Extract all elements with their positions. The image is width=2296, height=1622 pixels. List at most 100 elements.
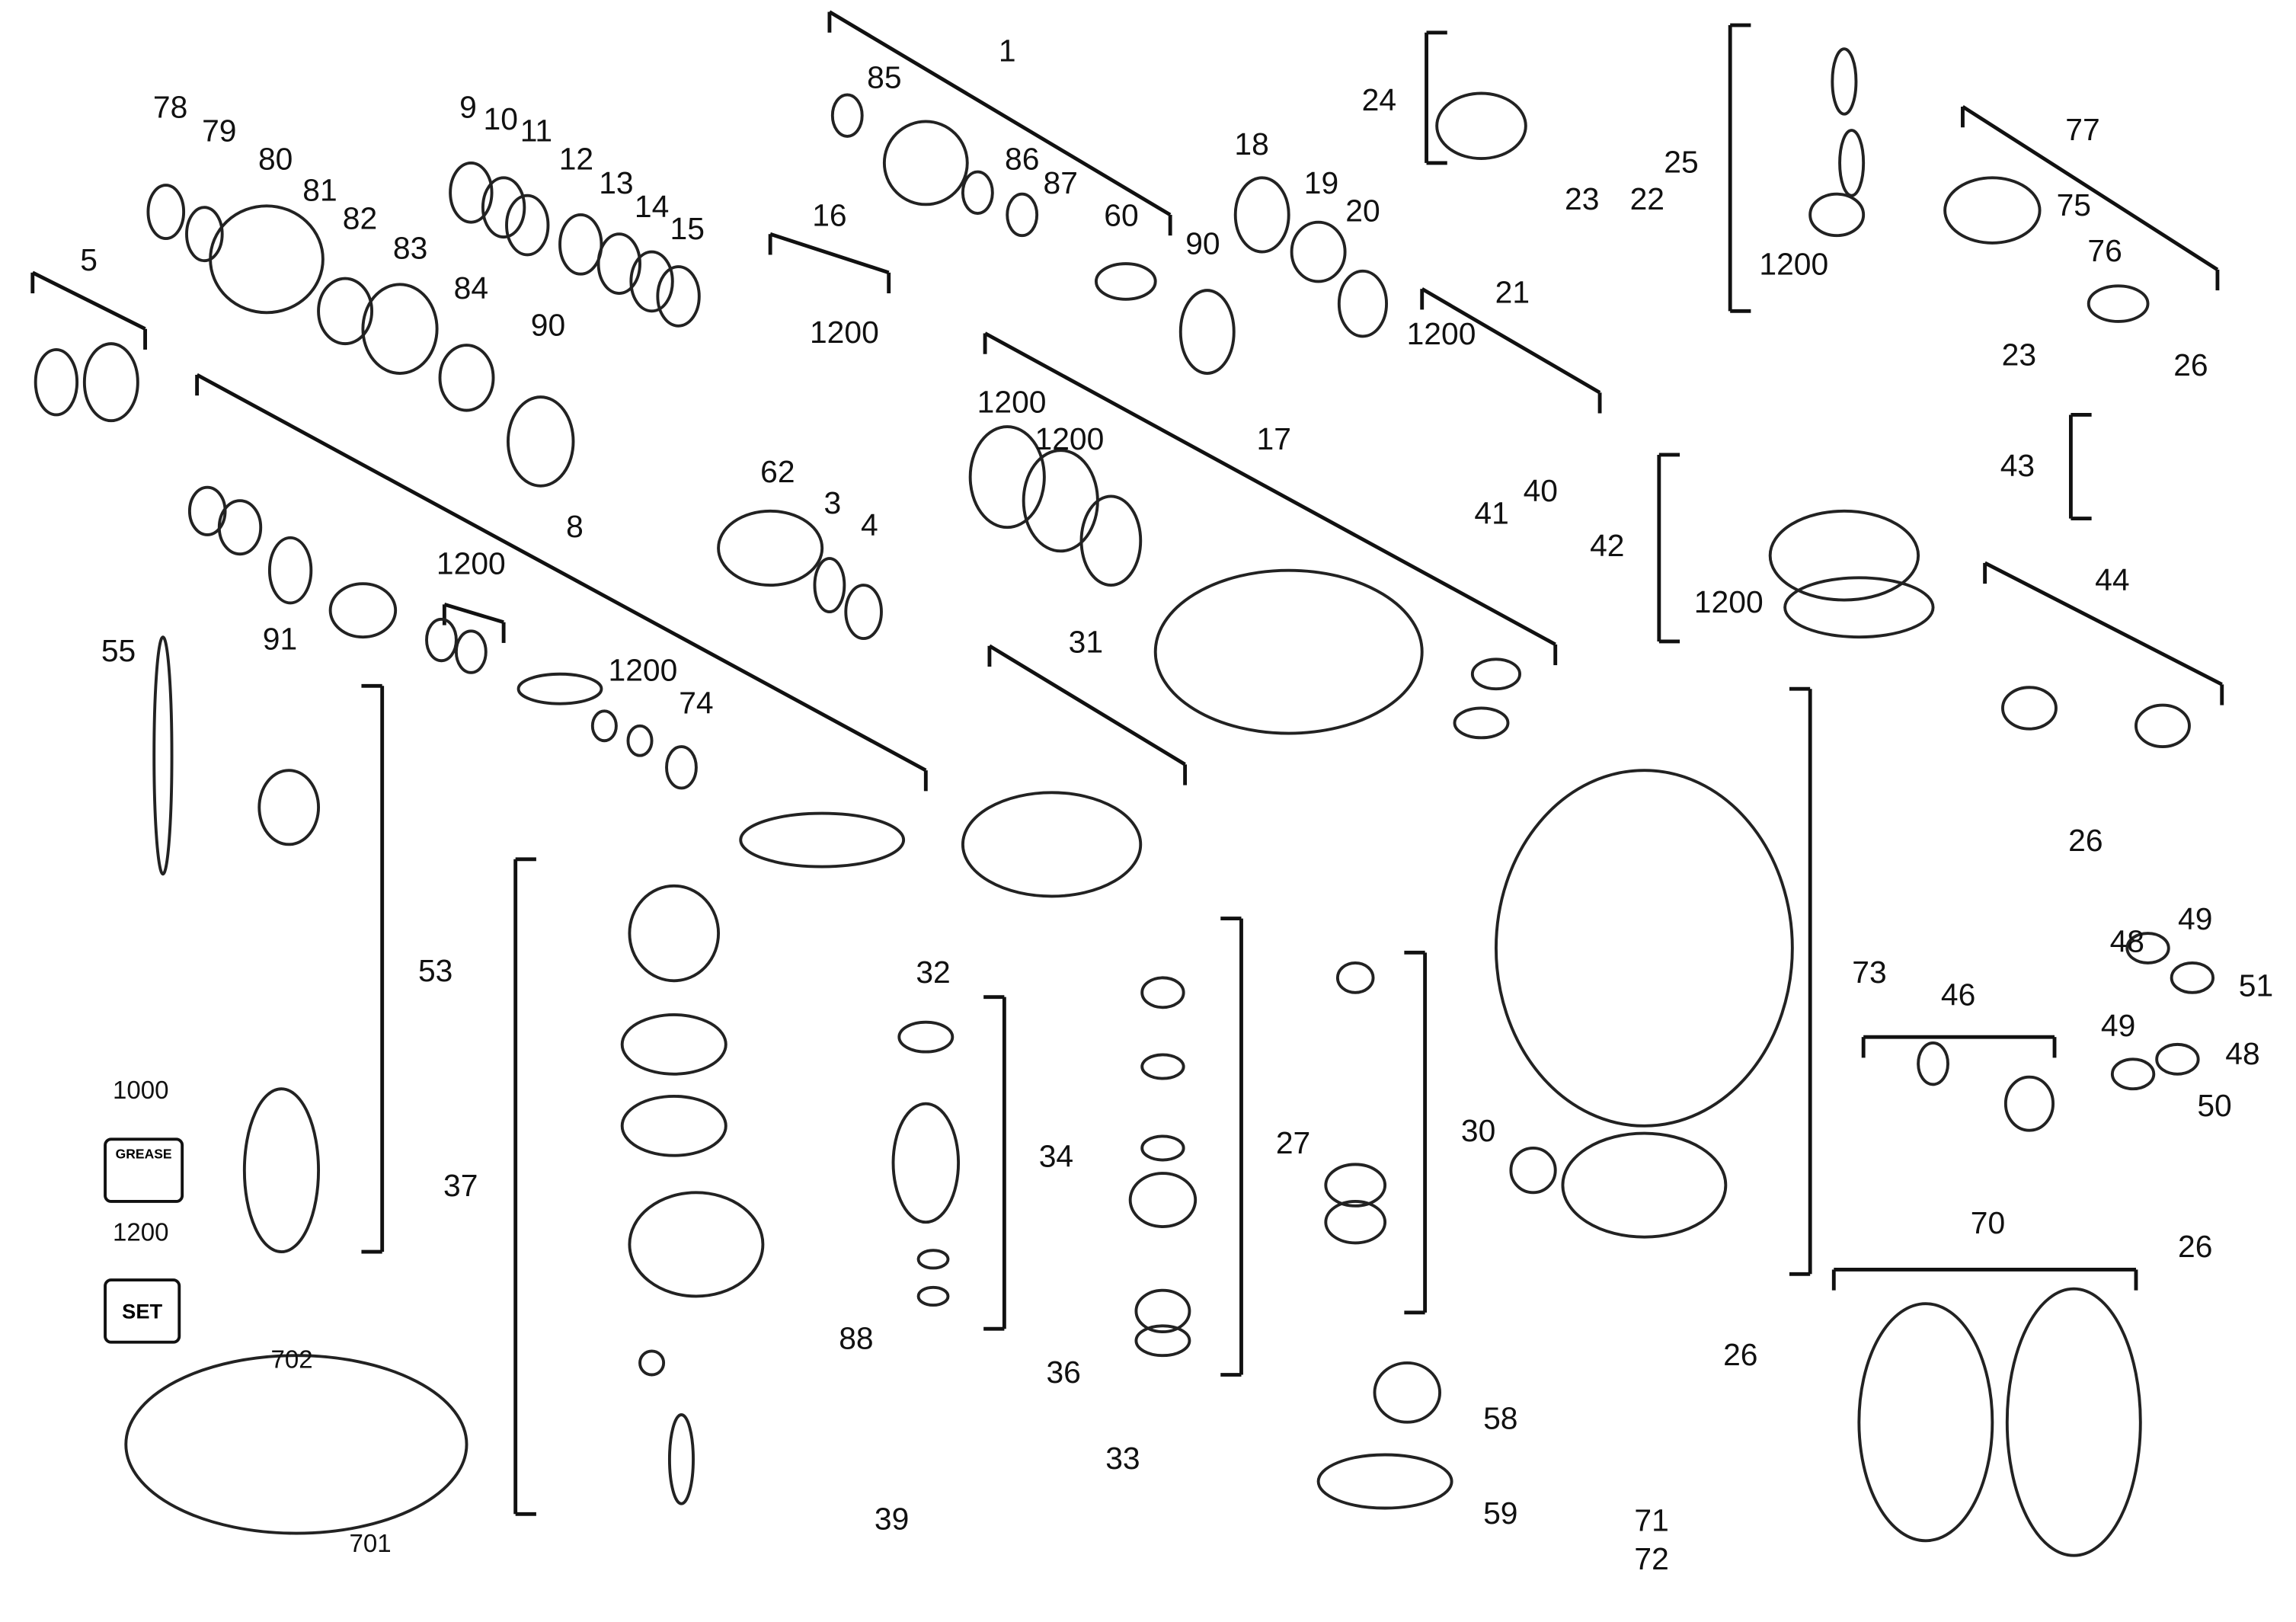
part-number-label: 51 xyxy=(2238,969,2274,1004)
part-outline xyxy=(361,283,439,375)
part-outline xyxy=(1373,1361,1441,1424)
part-outline xyxy=(916,1285,950,1307)
part-number-label: 43 xyxy=(2000,449,2035,484)
part-number-label: 41 xyxy=(1474,497,1509,532)
part-number-label: 24 xyxy=(1361,83,1397,118)
part-number-label: 58 xyxy=(1483,1402,1518,1437)
part-number-label: 37 xyxy=(443,1169,478,1204)
part-outline xyxy=(1857,1302,1994,1543)
part-outline xyxy=(82,342,139,423)
part-outline xyxy=(454,629,488,674)
part-outline xyxy=(968,425,1046,529)
part-number-label: 1200 xyxy=(1759,248,1829,283)
part-outline xyxy=(317,277,374,346)
part-number-label: 5 xyxy=(80,243,98,278)
part-outline xyxy=(717,509,824,587)
part-outline xyxy=(1178,289,1236,375)
part-number-label: 702 xyxy=(270,1345,313,1374)
part-number-label: 34 xyxy=(1038,1140,1074,1175)
part-outline xyxy=(2001,686,2058,731)
part-number-label: 71 xyxy=(1634,1504,1669,1539)
part-number-label: 16 xyxy=(812,199,847,234)
part-number-label: 1200 xyxy=(608,654,678,689)
part-number-label: 23 xyxy=(1565,183,1600,217)
part-number-label: 1200 xyxy=(809,316,879,350)
part-outline xyxy=(656,265,701,328)
part-outline xyxy=(1335,961,1375,994)
part-number-label: 76 xyxy=(2087,235,2122,269)
part-outline xyxy=(2005,1287,2142,1557)
part-number-label: 1200 xyxy=(977,386,1047,421)
part-number-label: 59 xyxy=(1483,1496,1518,1531)
part-outline xyxy=(328,582,398,639)
part-outline xyxy=(146,184,186,241)
part-number-label: 3 xyxy=(823,486,842,521)
part-number-label: 20 xyxy=(1345,194,1380,229)
set-icon: SET xyxy=(104,1278,181,1344)
part-outline xyxy=(1838,129,1866,197)
part-number-label: 62 xyxy=(760,455,795,490)
part-outline xyxy=(1495,769,1794,1128)
part-outline xyxy=(209,204,325,315)
part-number-label: 9 xyxy=(459,91,477,126)
part-number-label: 19 xyxy=(1303,166,1339,201)
part-number-label: 32 xyxy=(916,956,951,990)
part-number-label: 77 xyxy=(2065,113,2100,148)
part-number-label: 80 xyxy=(257,142,293,178)
part-number-label: 55 xyxy=(101,635,136,669)
part-number-label: 12 xyxy=(558,142,594,178)
grease-text: GREASE xyxy=(115,1147,172,1162)
part-outline xyxy=(830,93,864,138)
part-number-label: 83 xyxy=(392,232,428,267)
part-number-label: 36 xyxy=(1046,1356,1081,1390)
part-outline xyxy=(242,1087,321,1254)
part-outline xyxy=(629,250,674,313)
part-number-label: 21 xyxy=(1495,276,1530,311)
part-number-label: 8 xyxy=(566,510,584,545)
part-outline xyxy=(1943,176,2042,245)
grease-icon: GREASE xyxy=(104,1137,184,1203)
part-number-label: 90 xyxy=(530,309,566,344)
part-number-label: 10 xyxy=(483,103,518,137)
part-outline xyxy=(1453,706,1510,740)
part-number-label: 82 xyxy=(342,202,378,237)
part-outline xyxy=(507,395,575,488)
part-number-label: 701 xyxy=(349,1529,392,1558)
part-outline xyxy=(2155,1042,2200,1076)
part-outline xyxy=(449,161,494,224)
part-number-label: 73 xyxy=(1852,956,1887,990)
part-outline xyxy=(1324,1163,1387,1208)
part-number-label: 90 xyxy=(1185,227,1220,262)
part-outline xyxy=(1324,1200,1387,1245)
bracket-line xyxy=(988,644,1186,766)
part-outline xyxy=(590,709,618,743)
part-outline xyxy=(2125,932,2170,965)
part-outline xyxy=(257,769,321,846)
bracket-line xyxy=(1962,104,2219,271)
part-number-label: 30 xyxy=(1460,1115,1496,1149)
part-outline xyxy=(2170,961,2215,994)
part-number-label: 50 xyxy=(2197,1089,2232,1124)
part-outline xyxy=(596,232,641,295)
part-number-label: 42 xyxy=(1590,529,1625,564)
part-number-label: 46 xyxy=(1940,978,1976,1013)
part-outline xyxy=(1094,262,1157,301)
part-outline xyxy=(897,1020,955,1054)
part-number-label: 48 xyxy=(2109,925,2145,960)
part-outline xyxy=(620,1013,727,1076)
part-number-label: 26 xyxy=(2178,1230,2213,1265)
part-number-label: 72 xyxy=(1634,1543,1669,1577)
part-outline xyxy=(124,1354,468,1535)
part-outline xyxy=(813,557,846,614)
part-outline xyxy=(1917,1041,1949,1086)
part-outline xyxy=(2003,1075,2055,1132)
part-outline xyxy=(1140,976,1185,1009)
part-outline xyxy=(1509,1147,1557,1195)
part-outline xyxy=(739,811,906,869)
part-number-label: 70 xyxy=(1970,1206,2006,1241)
part-outline xyxy=(558,213,603,276)
part-number-label: 1 xyxy=(998,34,1016,69)
part-outline xyxy=(1290,220,1347,283)
